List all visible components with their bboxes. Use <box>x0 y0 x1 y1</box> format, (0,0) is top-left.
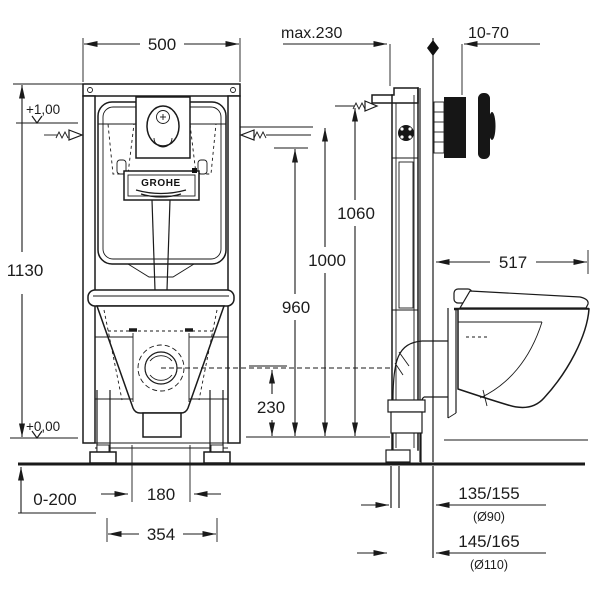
wall-anchor-right-icon <box>239 129 311 141</box>
adjustable-foot-right <box>203 451 231 464</box>
toilet-bowl-side <box>457 308 590 409</box>
level-mark-upper-icon <box>31 115 43 125</box>
brand-label: GROHE <box>141 178 181 189</box>
adjustable-foot-left <box>89 451 117 464</box>
trademark-mark-icon <box>192 168 197 173</box>
dim-bowl-depth: 517 <box>499 253 527 272</box>
dim-drain-90: 135/155 <box>458 484 519 503</box>
toilet-front-view <box>87 289 392 464</box>
flush-unit-oval <box>146 105 180 147</box>
adjustable-foot-side <box>385 449 411 463</box>
dim-height-960: 960 <box>282 298 310 317</box>
dim-foot-adjust: 0-200 <box>33 490 76 509</box>
drain-elbow-side <box>387 340 448 463</box>
drain-socket-front <box>142 412 182 438</box>
dim-wall-gap: 10-70 <box>468 25 509 42</box>
side-view <box>335 38 590 558</box>
dim-drain-110: 145/165 <box>458 532 519 551</box>
dim-outlet-spacing: 180 <box>147 485 175 504</box>
toilet-side-view <box>447 288 590 419</box>
grohe-logo: GROHE <box>123 168 200 201</box>
fixing-nut-icon <box>398 125 414 141</box>
frame-rail-left <box>82 95 96 444</box>
dim-frame-height: 1130 <box>7 261 44 280</box>
dim-outlet-height: 230 <box>257 398 285 417</box>
dim-foot-spacing: 354 <box>147 525 175 544</box>
toilet-seat-side <box>458 290 589 309</box>
wall-anchor-side-icon <box>335 100 379 112</box>
flush-actuator-box <box>135 96 191 159</box>
dim-height-1060: 1060 <box>337 204 375 223</box>
dim-drain-90-diameter: (Ø90) <box>473 510 505 524</box>
dim-depth-max: max.230 <box>281 25 342 42</box>
dim-drain-110-diameter: (Ø110) <box>470 558 508 572</box>
dim-height-1000: 1000 <box>308 251 346 270</box>
level-upper-label: +1,00 <box>26 102 60 117</box>
dimensions-side: max.230 10-70 517 135/155 (Ø90) 145/165 … <box>281 25 589 572</box>
frame-rail-right <box>227 95 241 444</box>
wall-surface-diamond-icon <box>427 40 439 56</box>
wall-anchor-left-icon <box>44 129 84 141</box>
level-floor-label: +0,00 <box>26 419 60 434</box>
wall-bracket-side <box>371 87 419 104</box>
dim-frame-width: 500 <box>148 35 176 54</box>
dimensions-front: 500 1130 +1,00 +0,00 230 960 1000 1060 <box>7 35 390 544</box>
drain-opening <box>137 344 185 392</box>
front-view-frame: GROHE <box>13 83 241 449</box>
actuator-housing-side <box>444 97 466 158</box>
flush-plate-side <box>478 93 490 159</box>
